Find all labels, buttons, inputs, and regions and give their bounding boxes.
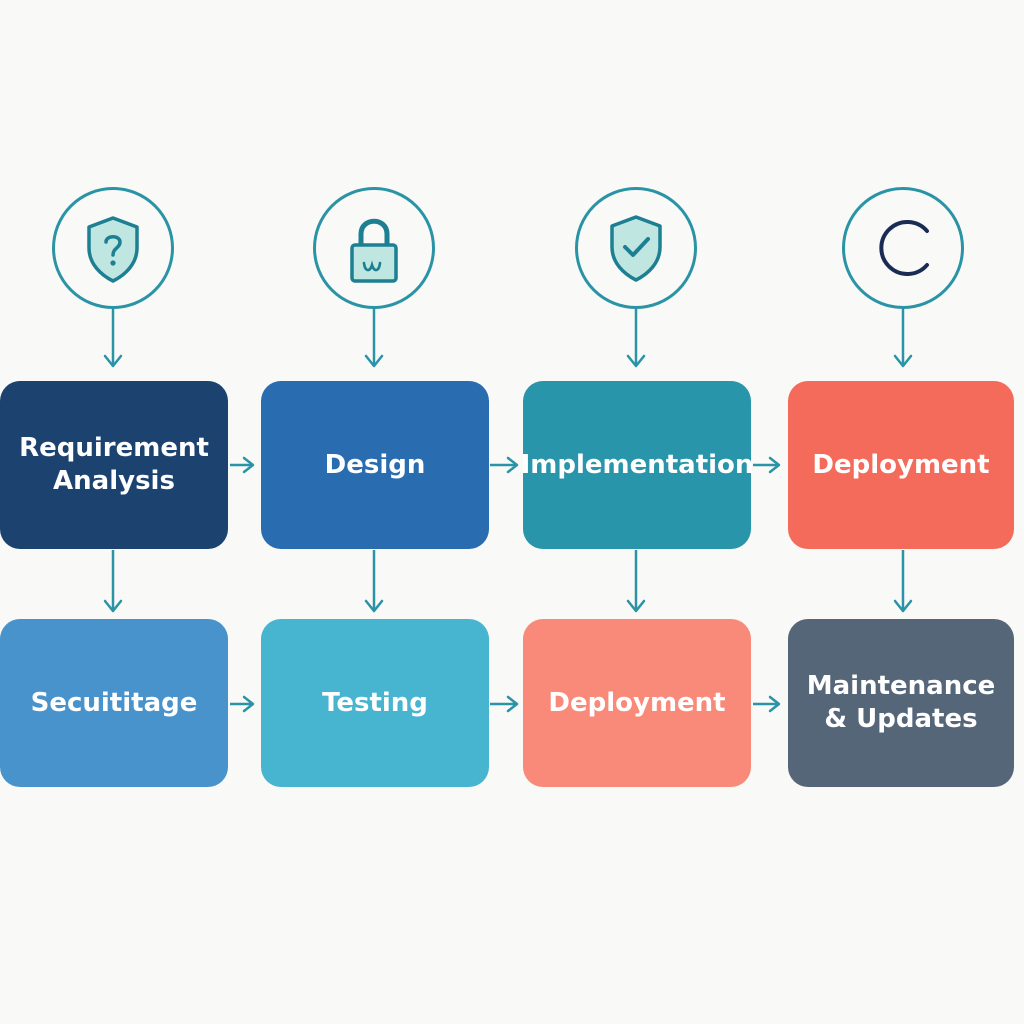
node-label: Maintenance & Updates: [806, 671, 996, 734]
arrow-icon-to-requirement-analysis: [103, 307, 123, 368]
node-maintenance-updates: Maintenance & Updates: [788, 619, 1014, 787]
circle-c-icon: [842, 187, 964, 309]
shield-check-icon: [575, 187, 697, 309]
node-label: Requirement Analysis: [19, 433, 209, 496]
arrow-implementation-to-deployment-bottom: [626, 550, 646, 613]
arrow-deployment-to-maintenance: [893, 550, 913, 613]
arrow-testing-to-deployment: [490, 695, 519, 713]
arrow-icon-to-implementation: [626, 307, 646, 368]
arrow-icon-to-design: [364, 307, 384, 368]
arrow-secuititage-to-testing: [230, 695, 255, 713]
arrow-implementation-to-deployment: [753, 456, 781, 474]
node-label: Secuititage: [30, 687, 198, 718]
arrow-requirement-to-secuititage: [103, 550, 123, 613]
arrow-deployment-to-maintenance-horizontal: [753, 695, 781, 713]
node-requirement-analysis: Requirement Analysis: [0, 381, 228, 549]
node-label: Design: [324, 449, 426, 480]
node-implementation: Implementation: [520, 381, 754, 549]
node-testing: Testing: [261, 619, 489, 787]
arrow-design-to-testing: [364, 550, 384, 613]
arrow-icon-to-deployment-top: [893, 307, 913, 368]
node-label: Deployment: [548, 687, 726, 718]
arrow-design-to-implementation: [490, 456, 519, 474]
arrow-requirement-to-design: [230, 456, 255, 474]
node-design: Design: [261, 381, 489, 549]
node-secuititage: Secuititage: [0, 619, 228, 787]
node-deployment-bottom: Deployment: [523, 619, 751, 787]
node-deployment-top: Deployment: [788, 381, 1014, 549]
node-label: Testing: [322, 687, 428, 718]
node-label: Deployment: [812, 449, 990, 480]
shield-question-icon: [52, 187, 174, 309]
node-label: Implementation: [520, 449, 754, 480]
padlock-icon: [313, 187, 435, 309]
